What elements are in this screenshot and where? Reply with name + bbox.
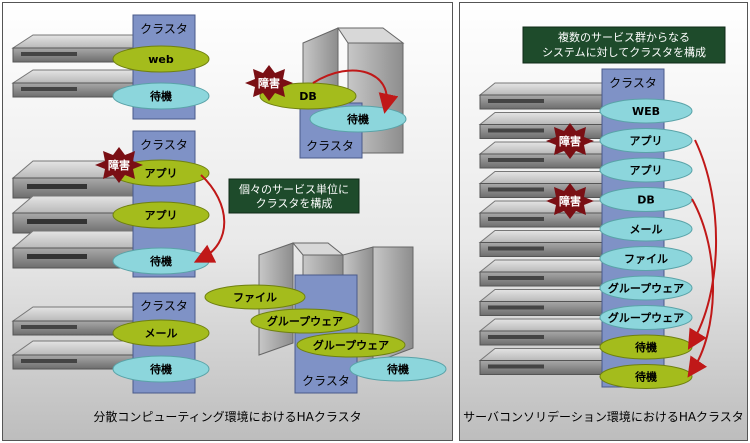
note-box: 個々のサービス単位に クラスタを構成: [228, 178, 360, 214]
note-line: 個々のサービス単位に: [239, 182, 349, 196]
failure-label: 障害: [559, 194, 581, 208]
node-ellipse: [204, 284, 306, 310]
cluster-label: クラスタ: [140, 138, 188, 152]
node-ellipse: [112, 201, 210, 229]
rack-server: [478, 230, 622, 257]
failover-arrow: [687, 139, 718, 350]
node-label: グループウェア: [267, 314, 343, 328]
cluster-group-4: クラスタ メール 待機: [11, 292, 210, 394]
failure-burst-icon: [546, 123, 594, 159]
cluster-group-5: クラスタ ファイル グループウェア グループウェア 待機: [204, 242, 447, 394]
node-label: アプリ: [145, 208, 178, 222]
cluster-label: クラスタ: [302, 374, 350, 388]
failover-arrow: [687, 198, 714, 378]
node-ellipse: [296, 332, 406, 358]
right-panel: 複数のサービス群からなる システムに対してクラスタを構成 クラスタ WEB アプリ…: [459, 2, 748, 441]
node-ellipse: [349, 356, 447, 382]
node-label: メール: [145, 327, 178, 340]
failure-burst-icon: [546, 183, 594, 219]
rack-server: [11, 69, 155, 98]
cluster-label: クラスタ: [140, 22, 188, 36]
cluster-label: クラスタ: [140, 299, 188, 313]
left-diagram: クラスタ web 待機 クラスタ DB 待機 障害: [11, 14, 447, 394]
left-caption: 分散コンピューティング環境におけるHAクラスタ: [93, 410, 362, 424]
node-label: アプリ: [145, 166, 178, 180]
failure-label: 障害: [108, 158, 130, 172]
node-ellipse: [599, 128, 693, 153]
node-ellipse: [599, 216, 693, 242]
rack-server: [478, 348, 622, 375]
node-label: 待機: [634, 370, 657, 384]
node-label: メール: [630, 223, 663, 236]
rack-server: [11, 34, 155, 63]
node-ellipse: [599, 305, 693, 330]
title-box: 複数のサービス群からなる システムに対してクラスタを構成: [522, 26, 726, 64]
node-ellipse: [599, 275, 693, 301]
node-label: グループウェア: [313, 338, 389, 352]
node-ellipse: [599, 157, 693, 183]
cluster-label: クラスタ: [609, 76, 657, 90]
node-label: グループウェア: [608, 311, 684, 325]
cluster-group-1: クラスタ web 待機: [11, 14, 210, 120]
node-label: web: [148, 53, 174, 66]
note-line: クラスタを構成: [256, 197, 333, 210]
title-line: システムに対してクラスタを構成: [542, 45, 706, 59]
failure-label: 障害: [559, 134, 581, 148]
title-line: 複数のサービス群からなる: [558, 30, 690, 44]
node-label: 待機: [634, 340, 657, 354]
node-label: 待機: [386, 362, 409, 376]
rack-server: [478, 259, 622, 287]
node-ellipse: [112, 319, 210, 347]
right-diagram: 複数のサービス群からなる システムに対してクラスタを構成 クラスタ WEB アプリ…: [478, 26, 726, 389]
failure-burst-icon: [245, 65, 293, 101]
rack-server: [478, 200, 622, 228]
node-ellipse: [250, 308, 360, 334]
node-label: 待機: [149, 362, 172, 376]
node-label: アプリ: [630, 134, 663, 148]
tower-server: [372, 246, 414, 364]
rack-stack: [478, 82, 622, 375]
node-label: アプリ: [630, 163, 663, 177]
rack-server: [478, 289, 622, 316]
node-label: WEB: [632, 105, 660, 118]
cluster-label: クラスタ: [306, 139, 354, 153]
rack-server: [478, 82, 622, 110]
cluster-group-2: クラスタ DB 待機 障害: [245, 27, 407, 159]
node-label: ファイル: [624, 253, 668, 266]
node-label: DB: [299, 90, 317, 103]
cluster-group-3: クラスタ アプリ アプリ 待機 障害: [11, 130, 226, 278]
node-label: ファイル: [233, 291, 277, 304]
rack-server: [478, 112, 622, 139]
failure-label: 障害: [258, 76, 280, 90]
node-label: DB: [637, 194, 655, 207]
node-label: 待機: [149, 254, 172, 268]
node-ellipse: [112, 82, 210, 110]
failure-burst-icon: [95, 147, 143, 183]
left-panel: クラスタ web 待機 クラスタ DB 待機 障害: [2, 2, 453, 441]
right-caption: サーバコンソリデーション環境におけるHAクラスタ: [463, 410, 744, 424]
failover-arrow: [193, 174, 226, 263]
rack-server: [478, 171, 622, 198]
rack-server: [478, 141, 622, 169]
rack-server: [478, 318, 622, 346]
rack-server: [11, 340, 155, 370]
rack-server: [11, 306, 155, 336]
node-ellipse: [112, 45, 210, 73]
node-ellipse: [259, 82, 357, 110]
rack-server: [11, 230, 155, 269]
failover-arrow: [312, 69, 399, 114]
node-ellipse: [599, 98, 693, 124]
node-label: グループウェア: [608, 281, 684, 295]
node-ellipse: [599, 246, 693, 271]
node-label: 待機: [149, 89, 172, 103]
node-label: 待機: [346, 112, 369, 126]
node-ellipse: [112, 355, 210, 383]
